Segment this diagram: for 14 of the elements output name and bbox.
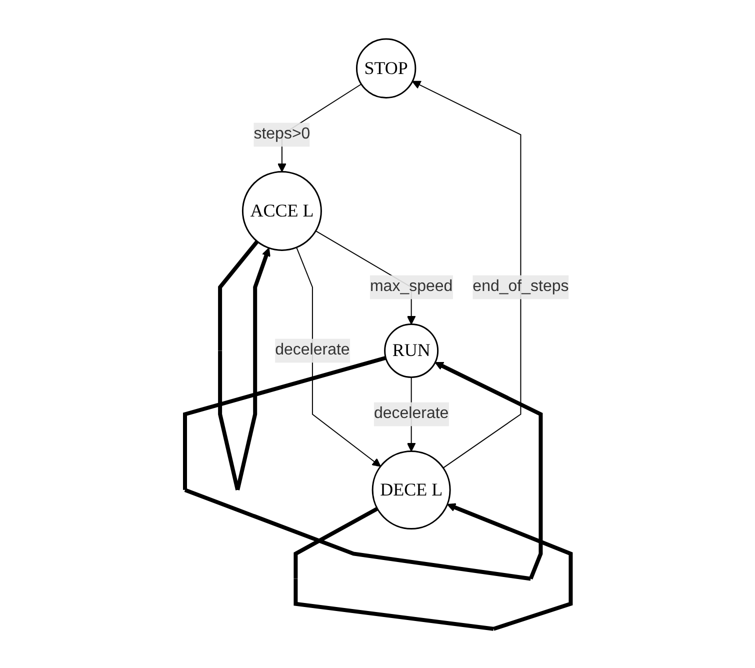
node-circle: ACCE L bbox=[242, 170, 322, 251]
node-circle: RUN bbox=[384, 323, 438, 378]
arrow bbox=[293, 503, 572, 631]
arrow bbox=[182, 356, 542, 581]
edge-label: decelerate bbox=[274, 342, 350, 359]
edge-label: end_of_steps bbox=[472, 278, 568, 296]
arrow bbox=[296, 246, 381, 467]
node-circle: STOP bbox=[356, 38, 416, 98]
node-circle: DECE L bbox=[371, 450, 450, 530]
arrow bbox=[412, 80, 521, 468]
edge-label: max_speed bbox=[370, 278, 452, 296]
edge-label: steps>0 bbox=[253, 126, 310, 143]
arrow bbox=[218, 240, 270, 490]
edge-label: decelerate bbox=[374, 405, 448, 422]
